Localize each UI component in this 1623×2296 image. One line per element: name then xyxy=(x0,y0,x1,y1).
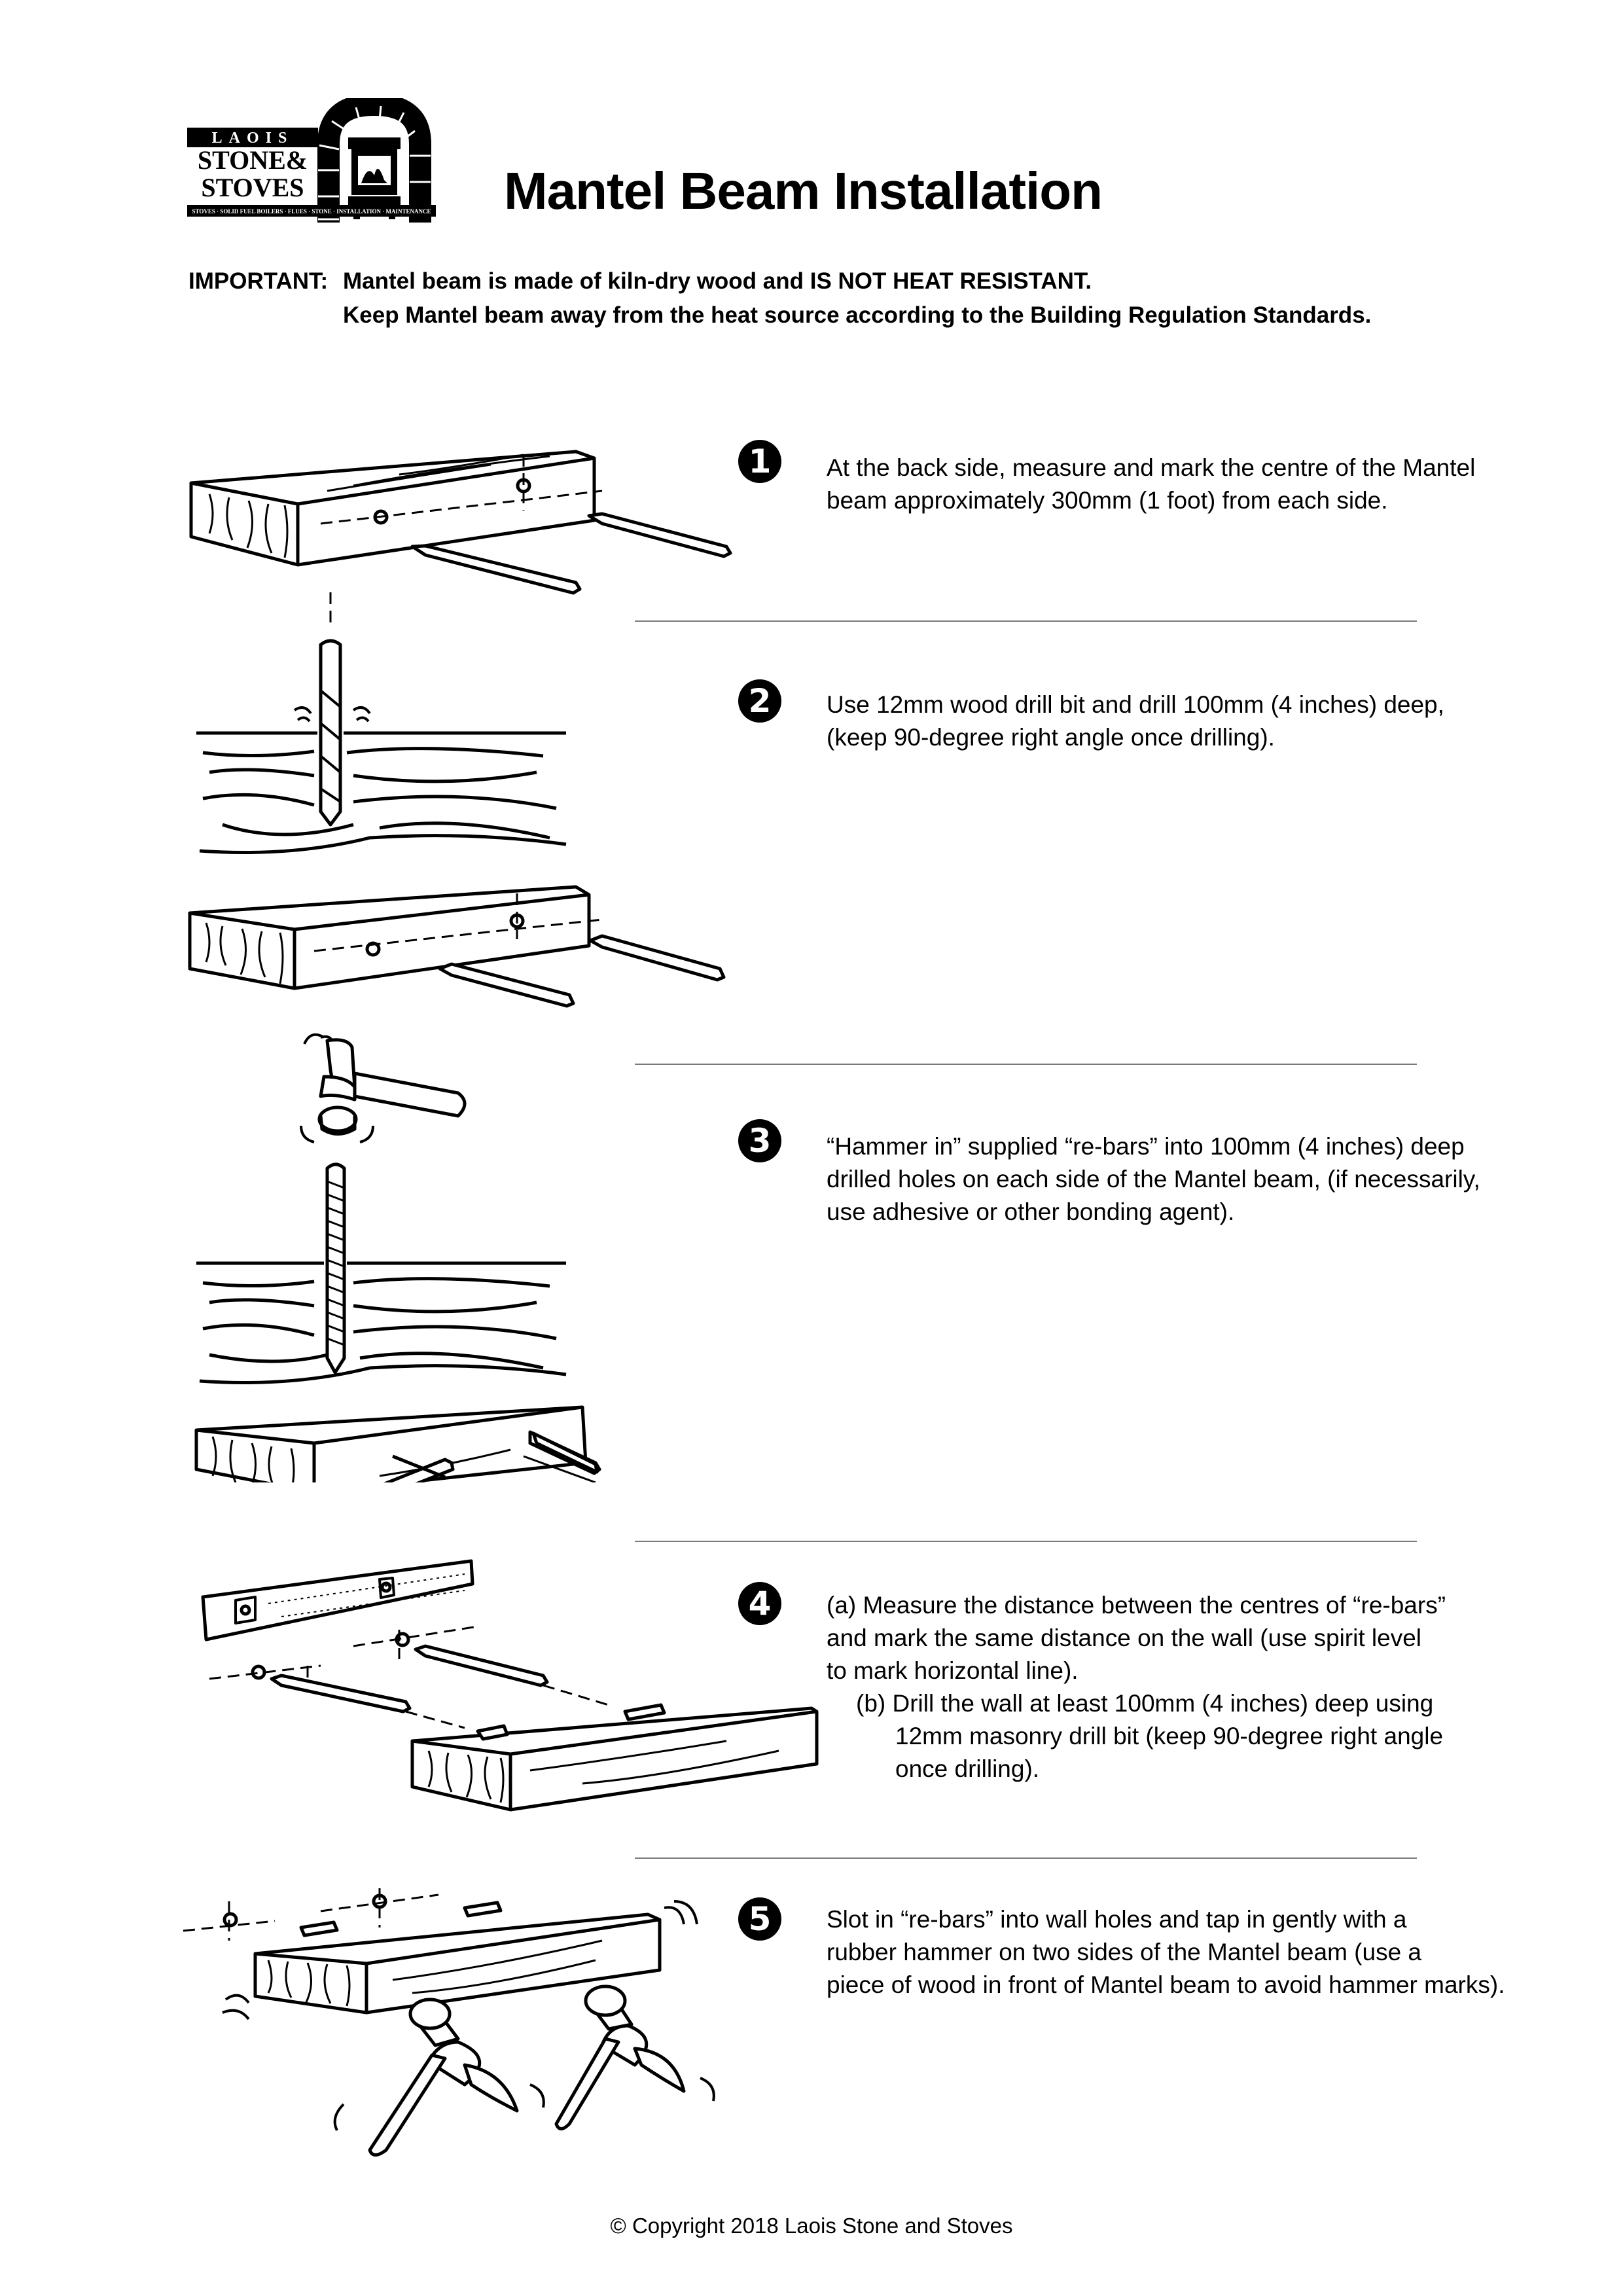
step-divider xyxy=(635,1857,1417,1859)
step1-line: beam approximately 300mm (1 foot) from e… xyxy=(827,487,1388,514)
step2-line: Use 12mm wood drill bit and drill 100mm … xyxy=(827,691,1444,718)
step1-instructions: At the back side, measure and mark the c… xyxy=(827,452,1481,517)
logo-tagline: STOVES · SOLID FUEL BOILERS · FLUES · ST… xyxy=(192,208,431,215)
step4-instructions: (a) Measure the distance between the cen… xyxy=(827,1589,1481,1785)
step-divider xyxy=(635,1064,1417,1065)
step5-instructions: Slot in “re-bars” into wall holes and ta… xyxy=(827,1903,1546,2001)
step2-number-badge: 2 xyxy=(738,679,781,723)
step3-line: drilled holes on each side of the Mantel… xyxy=(827,1166,1480,1193)
step5-line: Slot in “re-bars” into wall holes and ta… xyxy=(827,1906,1407,1933)
important-label: IMPORTANT: xyxy=(188,268,329,294)
step1-line: At the back side, measure and mark the c… xyxy=(827,454,1476,481)
step3-instructions: “Hammer in” supplied “re-bars” into 100m… xyxy=(827,1130,1481,1229)
step4-line: 12mm masonry drill bit (keep 90-degree r… xyxy=(895,1723,1444,1749)
important-notice: IMPORTANT: Mantel beam is made of kiln-dr… xyxy=(188,264,1371,332)
important-line1: Mantel beam is made of kiln-dry wood and… xyxy=(343,268,1092,294)
logo-line1: LAOIS xyxy=(212,130,294,147)
step2-illustration xyxy=(183,592,746,1028)
step4-line: and mark the same distance on the wall (… xyxy=(827,1624,1421,1651)
step1-illustration xyxy=(183,432,746,605)
step4-illustration xyxy=(190,1554,831,1833)
step3-line: use adhesive or other bonding agent). xyxy=(827,1198,1235,1225)
logo-line3: STOVES xyxy=(201,173,304,202)
step3-illustration xyxy=(183,1011,746,1499)
step4-line: once drilling). xyxy=(895,1755,1040,1782)
step5-line: piece of wood in front of Mantel beam to… xyxy=(827,1971,1505,1998)
step5-number-badge: 5 xyxy=(738,1897,781,1941)
step4-line: to mark horizontal line). xyxy=(827,1657,1079,1684)
step-divider xyxy=(635,620,1417,622)
copyright-footer: © Copyright 2018 Laois Stone and Stoves xyxy=(610,2214,1013,2238)
step5-line: rubber hammer on two sides of the Mantel… xyxy=(827,1939,1422,1965)
step4-line: (b) Drill the wall at least 100mm (4 inc… xyxy=(856,1690,1434,1717)
important-line2: Keep Mantel beam away from the heat sour… xyxy=(343,302,1372,328)
step5-illustration xyxy=(177,1862,766,2166)
step3-line: “Hammer in” supplied “re-bars” into 100m… xyxy=(827,1133,1465,1160)
step1-number-badge: 1 xyxy=(738,440,781,483)
page-title: Mantel Beam Installation xyxy=(504,162,1103,220)
logo-line2: STONE& xyxy=(198,145,308,175)
step4-line: (a) Measure the distance between the cen… xyxy=(827,1592,1446,1619)
step-divider xyxy=(635,1541,1417,1542)
step2-line: (keep 90-degree right angle once drillin… xyxy=(827,724,1275,751)
company-logo: LAOIS STONE& STOVES STOVES · SOLID FUEL … xyxy=(185,93,446,229)
step3-number-badge: 3 xyxy=(738,1119,781,1162)
logo-graphic: LAOIS STONE& STOVES STOVES · SOLID FUEL … xyxy=(187,93,436,223)
step4-number-badge: 4 xyxy=(738,1582,781,1625)
step2-instructions: Use 12mm wood drill bit and drill 100mm … xyxy=(827,689,1481,754)
